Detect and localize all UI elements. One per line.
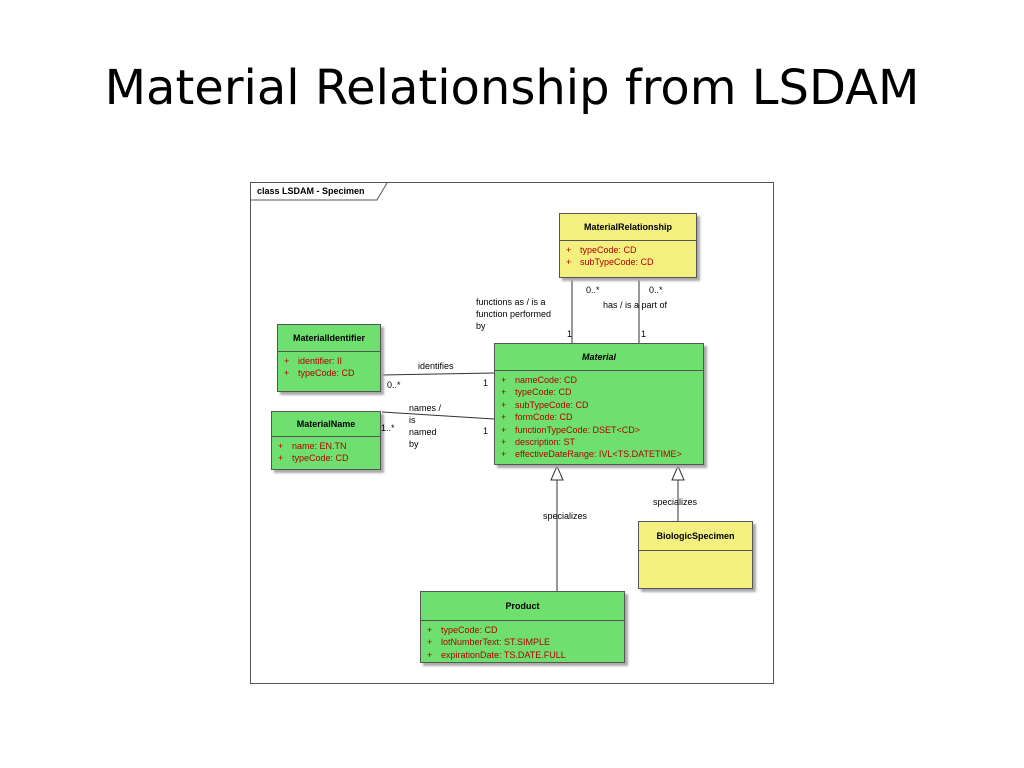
- assoc-has-part-label: has / is a part of: [603, 300, 668, 310]
- diagram-frame: class LSDAM - Specimen MaterialRelations…: [250, 182, 774, 684]
- attribute-row: + functionTypeCode: DSET<CD>: [501, 424, 697, 436]
- label-line: by: [409, 439, 419, 449]
- class-name: Product: [421, 592, 624, 621]
- attribute-text: nameCode: CD: [515, 375, 578, 385]
- mult-identifies-right: 1: [483, 378, 489, 388]
- attribute-row: + description: ST: [501, 436, 697, 448]
- visibility-marker: +: [284, 368, 290, 379]
- assoc-identifies-label: identifies: [418, 361, 454, 371]
- assoc-functions-as-label: functions as / is a function performed b…: [476, 296, 551, 332]
- visibility-marker: +: [501, 437, 507, 448]
- visibility-marker: +: [427, 649, 433, 660]
- attribute-text: typeCode: CD: [298, 368, 355, 379]
- visibility-marker: +: [501, 399, 507, 410]
- attribute-text: expirationDate: TS.DATE.FULL: [441, 649, 566, 660]
- visibility-marker: +: [501, 424, 507, 435]
- label-line: function performed: [476, 309, 552, 319]
- visibility-marker: +: [278, 453, 284, 464]
- visibility-marker: +: [501, 375, 507, 385]
- class-material[interactable]: Material + nameCode: CD + typeCode: CD + su…: [494, 343, 704, 465]
- class-attributes: + identifier: II + typeCode: CD: [278, 352, 380, 383]
- diagram-connectors: [251, 183, 685, 591]
- label-line: by: [476, 321, 486, 331]
- attribute-text: subTypeCode: CD: [515, 399, 589, 410]
- attribute-text: name: EN.TN: [292, 441, 347, 451]
- class-name: Material: [495, 344, 703, 371]
- class-attributes: + nameCode: CD + typeCode: CD + subTypeCode…: [495, 371, 703, 464]
- attribute-row: + typeCode: CD: [284, 367, 374, 379]
- visibility-marker: +: [501, 387, 507, 398]
- class-product[interactable]: Product + typeCode: CD + lotNumberText: ST…: [420, 591, 625, 663]
- visibility-marker: +: [566, 245, 572, 255]
- class-material-name[interactable]: MaterialName + name: EN.TN + typeCode: CD: [271, 411, 381, 470]
- attribute-row: + typeCode: CD: [278, 452, 374, 464]
- mult-has-part-bottom: 1: [641, 329, 647, 339]
- gen-biologic-label: specializes: [653, 497, 698, 507]
- attribute-row: + name: EN.TN: [278, 440, 374, 452]
- visibility-marker: +: [566, 257, 572, 268]
- frame-label: class LSDAM - Specimen: [257, 186, 365, 196]
- mult-functions-as-bottom: 1: [567, 329, 573, 339]
- mult-names-right: 1: [483, 426, 489, 436]
- visibility-marker: +: [501, 449, 507, 460]
- label-line: names /: [409, 403, 442, 413]
- attribute-text: typeCode: CD: [515, 387, 572, 398]
- attribute-text: lotNumberText: ST.SIMPLE: [441, 637, 551, 648]
- class-name: MaterialIdentifier: [278, 325, 380, 352]
- class-biologic-specimen[interactable]: BiologicSpecimen: [638, 521, 753, 589]
- attribute-row: + lotNumberText: ST.SIMPLE: [427, 636, 618, 648]
- attribute-text: typeCode: CD: [441, 625, 498, 635]
- mult-identifies-left: 0..*: [387, 380, 401, 390]
- gen-biologic-arrowhead: [671, 464, 685, 481]
- label-line: named: [409, 427, 437, 437]
- visibility-marker: +: [427, 625, 433, 635]
- class-material-identifier[interactable]: MaterialIdentifier + identifier: II + type…: [277, 324, 381, 392]
- mult-has-part-top: 0..*: [649, 285, 663, 295]
- class-attributes: + name: EN.TN + typeCode: CD: [272, 437, 380, 468]
- class-name: MaterialName: [272, 412, 380, 437]
- assoc-identifies-line: [380, 372, 495, 376]
- label-line: is: [409, 415, 416, 425]
- attribute-row: + typeCode: CD: [501, 386, 697, 398]
- visibility-marker: +: [284, 356, 290, 366]
- gen-product-arrowhead: [550, 464, 564, 481]
- attribute-text: subTypeCode: CD: [580, 257, 654, 268]
- attribute-row: + typeCode: CD: [427, 624, 618, 636]
- attribute-text: description: ST: [515, 437, 576, 448]
- attribute-row: + typeCode: CD: [566, 244, 690, 256]
- mult-names-left: 1..*: [381, 423, 395, 433]
- visibility-marker: +: [427, 637, 433, 648]
- attribute-text: functionTypeCode: DSET<CD>: [515, 424, 641, 435]
- attribute-text: identifier: II: [298, 356, 343, 366]
- attribute-row: + expirationDate: TS.DATE.FULL: [427, 649, 618, 661]
- attribute-row: + effectiveDateRange: IVL<TS.DATETIME>: [501, 448, 697, 460]
- attribute-row: + identifier: II: [284, 355, 374, 367]
- gen-product-label: specializes: [543, 511, 588, 521]
- attribute-text: typeCode: CD: [292, 453, 349, 464]
- attribute-row: + formCode: CD: [501, 411, 697, 423]
- class-attributes: + typeCode: CD + subTypeCode: CD: [560, 241, 696, 272]
- attribute-text: typeCode: CD: [580, 245, 637, 255]
- slide-title: Material Relationship from LSDAM: [104, 60, 920, 116]
- visibility-marker: +: [501, 412, 507, 423]
- class-material-relationship[interactable]: MaterialRelationship + typeCode: CD + subT…: [559, 213, 697, 278]
- class-attributes: +typeCode: CD +lotNumberText: ST.SIMPLE …: [421, 621, 624, 664]
- class-name: BiologicSpecimen: [639, 522, 752, 551]
- mult-functions-as-top: 0..*: [586, 285, 600, 295]
- attribute-row: + subTypeCode: CD: [566, 256, 690, 268]
- class-name: MaterialRelationship: [560, 214, 696, 241]
- label-line: functions as / is a: [476, 297, 546, 307]
- attribute-row: + nameCode: CD: [501, 374, 697, 386]
- frame-tab-border: [251, 183, 388, 201]
- assoc-names-label: names / is named by: [409, 402, 441, 450]
- attribute-text: formCode: CD: [515, 412, 573, 423]
- visibility-marker: +: [278, 441, 284, 451]
- attribute-text: effectiveDateRange: IVL<TS.DATETIME>: [515, 449, 682, 460]
- attribute-row: + subTypeCode: CD: [501, 399, 697, 411]
- assoc-names-line: [381, 411, 495, 420]
